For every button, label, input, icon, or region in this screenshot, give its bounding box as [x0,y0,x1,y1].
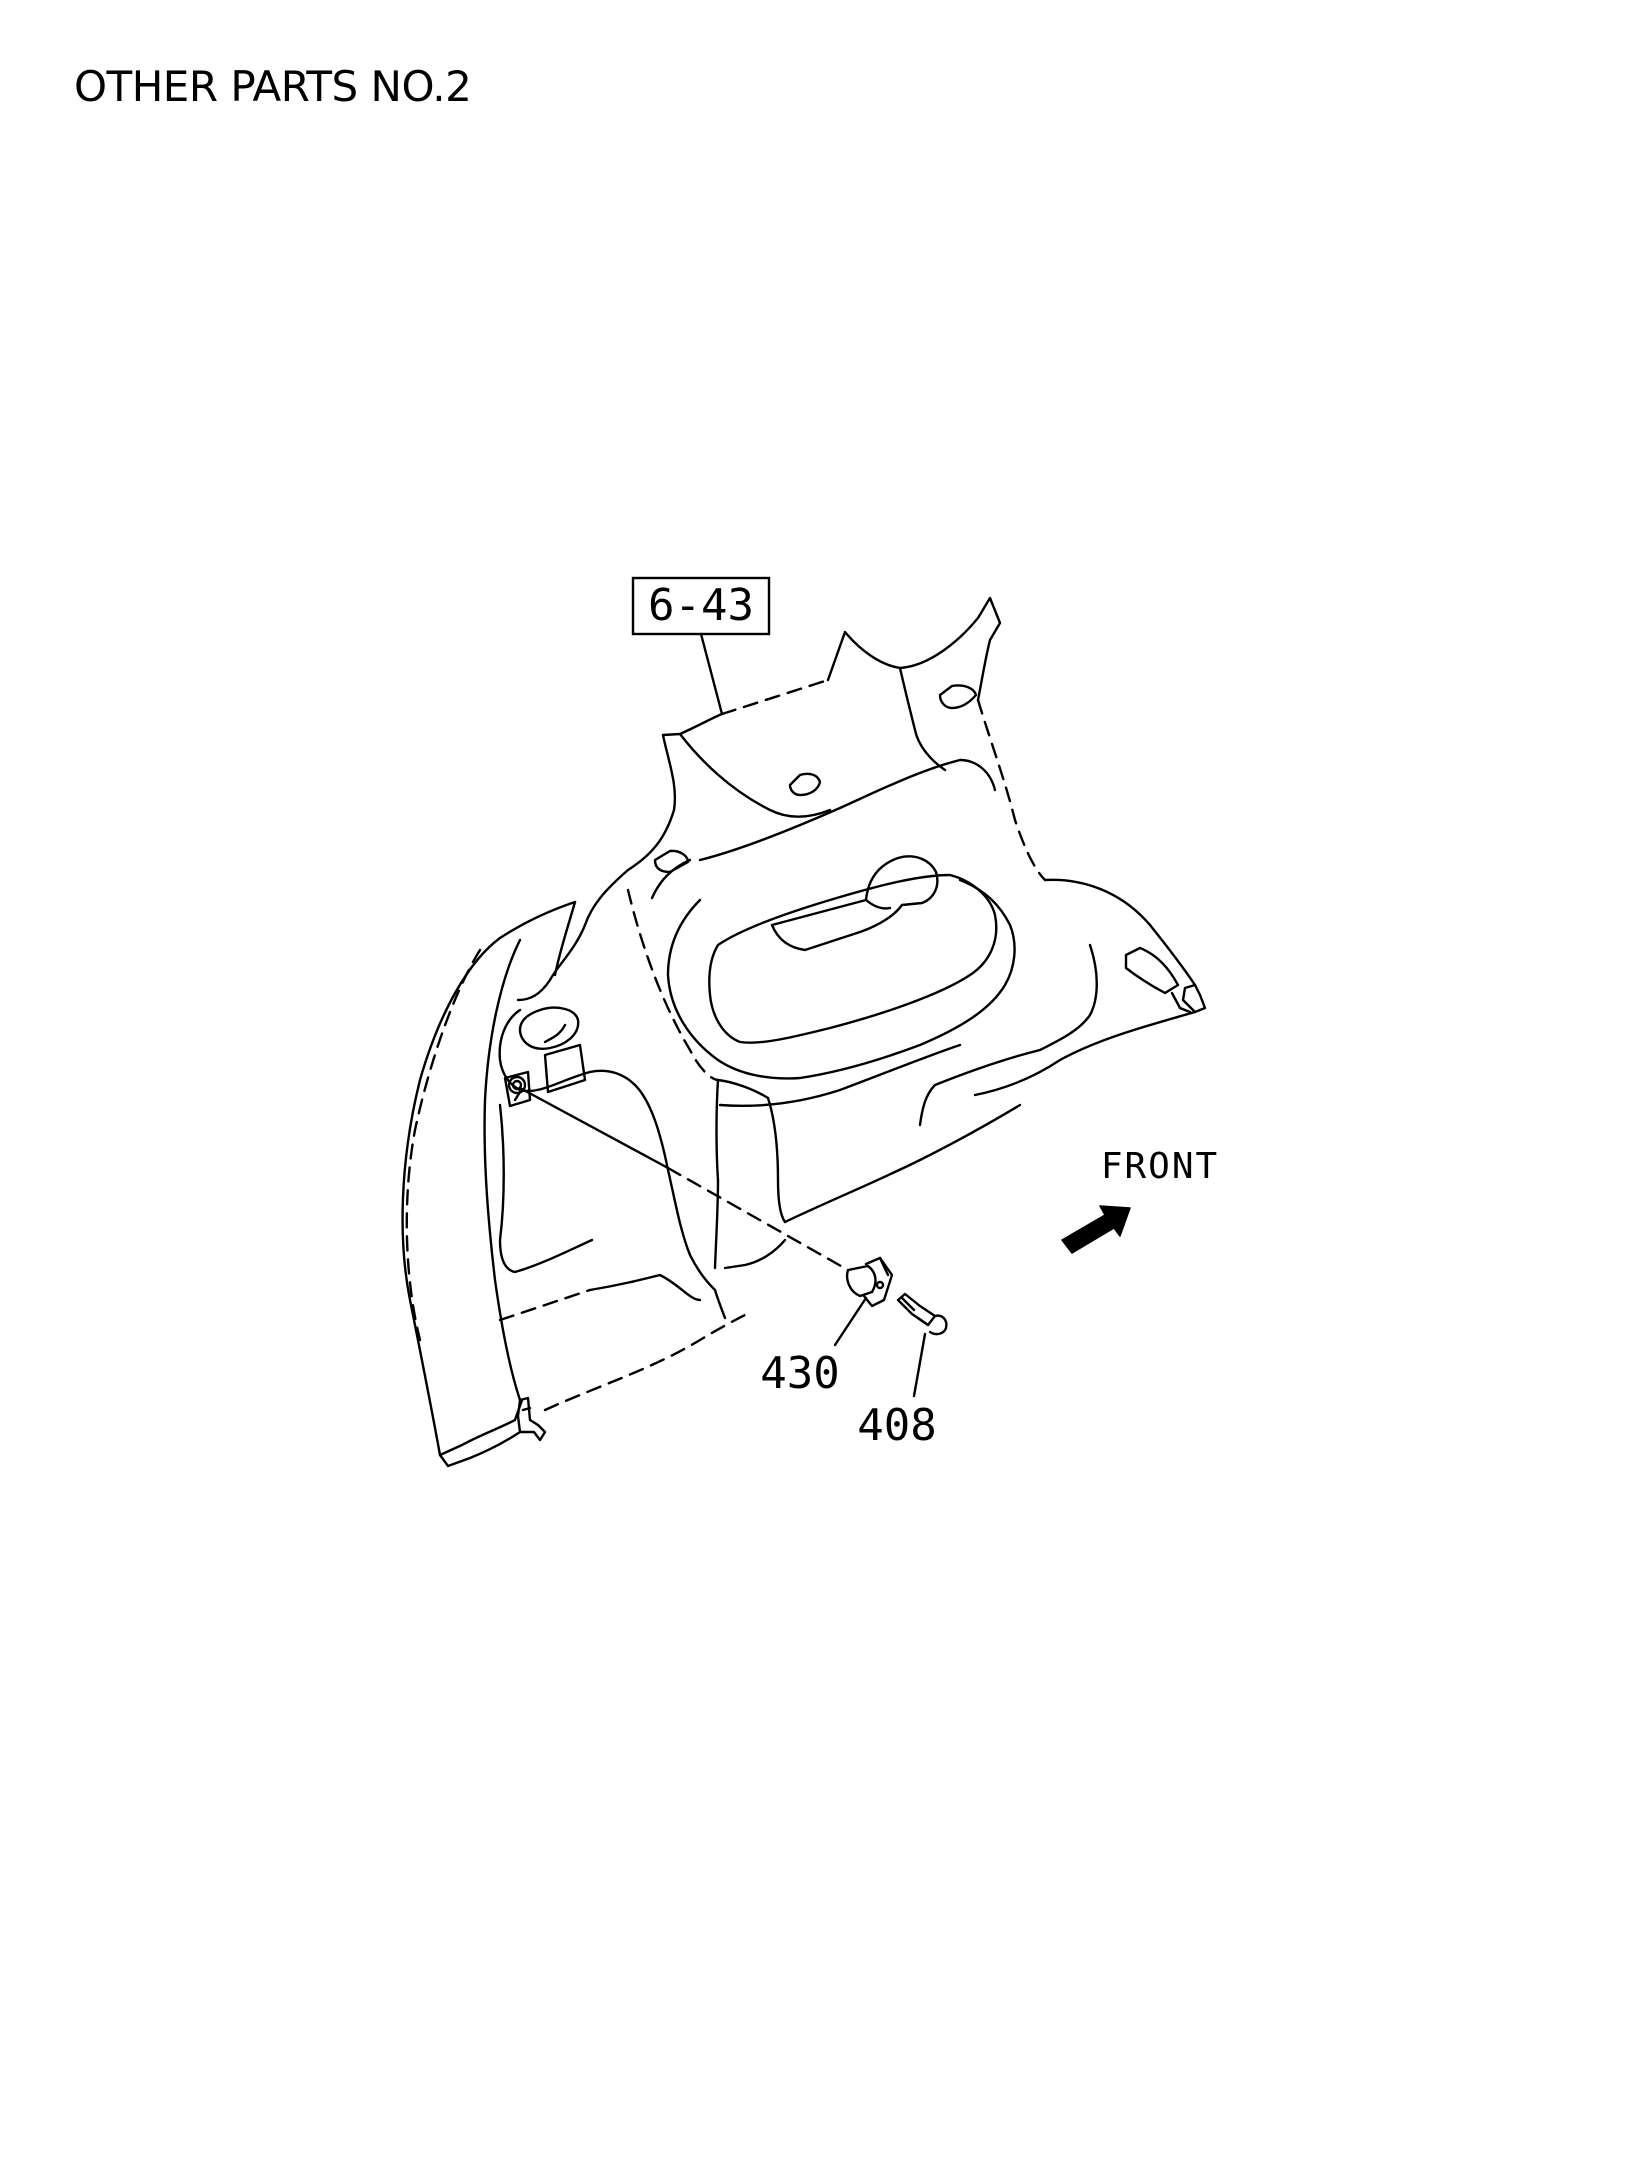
callout-430-leader [833,1296,868,1347]
part-430-clip[interactable] [846,1256,894,1308]
reference-label: 6-43 [648,580,754,631]
callout-408[interactable]: 408 [857,1400,936,1451]
part-408-pin[interactable] [896,1292,948,1336]
page-title: OTHER PARTS NO.2 [74,62,472,111]
reference-box[interactable]: 6-43 [631,576,771,636]
fastener-leader-hidden [666,1166,850,1272]
reference-leader [699,632,724,716]
reference-leader-hidden [720,678,830,716]
front-label: FRONT [1101,1146,1219,1187]
callout-408-leader [912,1332,927,1398]
fastener-leader [518,1086,670,1170]
front-arrow-icon [1061,1205,1131,1254]
quarter-trim-panel [401,596,1207,1468]
callout-430[interactable]: 430 [760,1348,839,1399]
